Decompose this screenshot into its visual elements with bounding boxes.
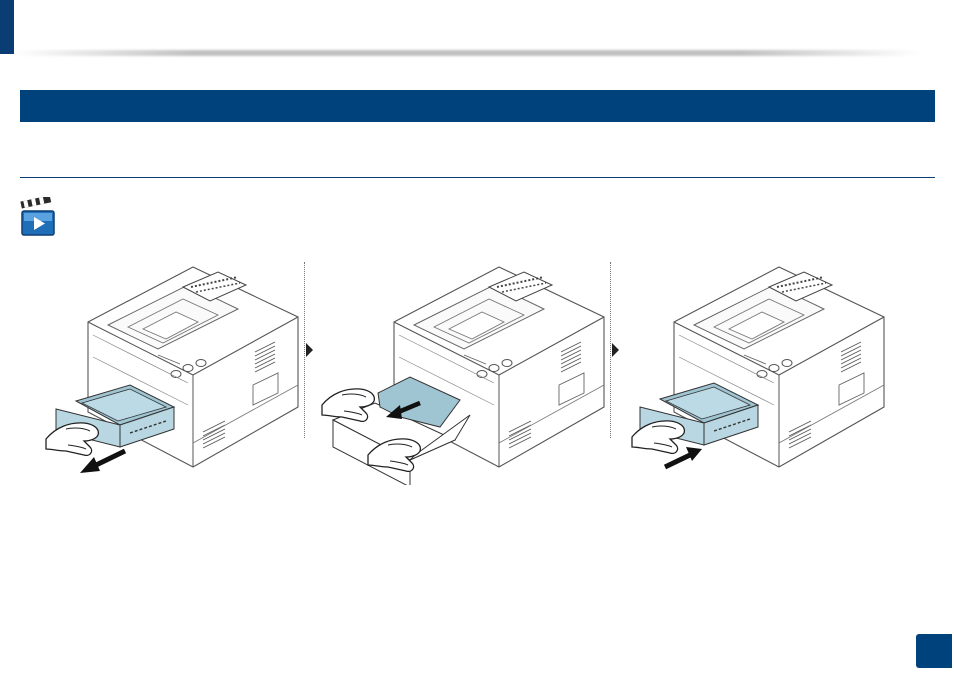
header-rule	[14, 50, 920, 56]
step-divider-2	[610, 262, 611, 438]
panel-remove-paper	[322, 267, 604, 485]
step-arrow-icon-1	[306, 343, 313, 357]
panel-pull-tray	[46, 267, 298, 473]
tray-jam-illustration	[0, 255, 954, 485]
video-clapper-play-icon[interactable]	[20, 197, 56, 237]
panel-insert-tray	[632, 267, 884, 467]
section-header-bar	[20, 90, 935, 122]
step-divider-1	[304, 262, 305, 438]
subsection-rule	[20, 177, 935, 178]
page-number	[916, 634, 952, 668]
top-accent-bar	[0, 0, 14, 54]
step-arrow-icon-2	[612, 343, 619, 357]
